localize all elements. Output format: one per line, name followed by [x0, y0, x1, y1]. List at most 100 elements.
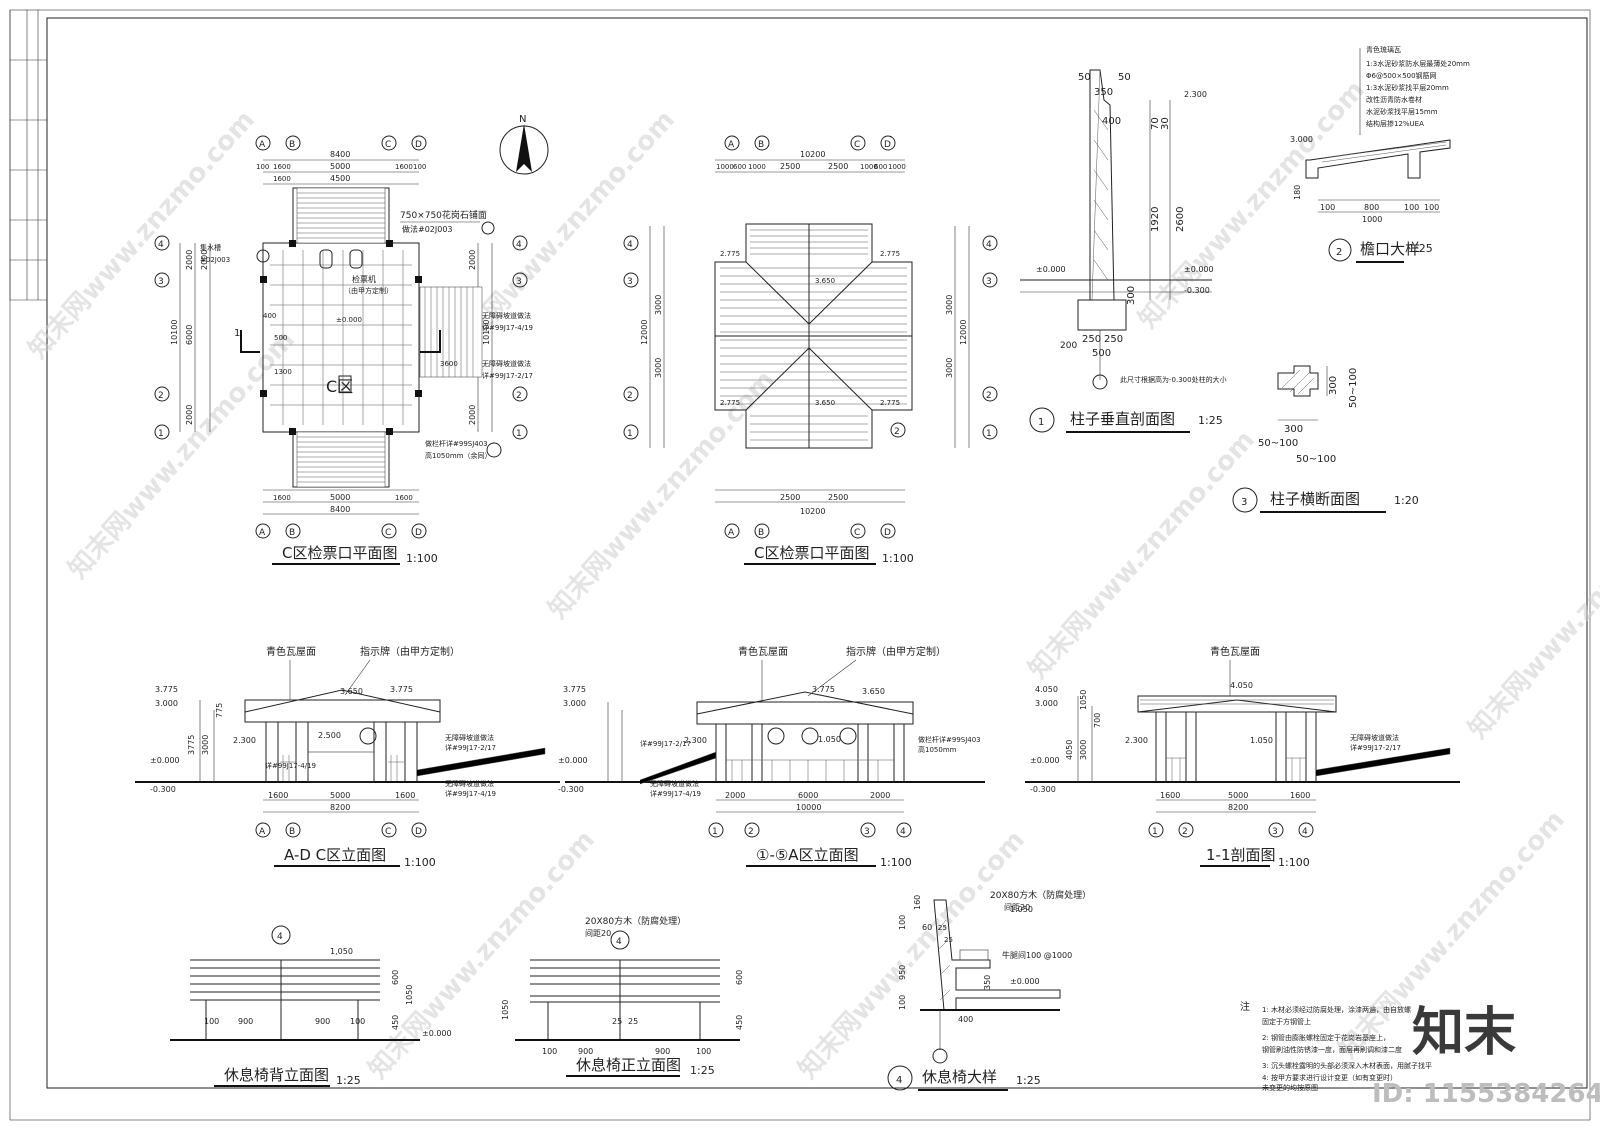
axis-label: 1	[158, 429, 164, 439]
axis-label: 2	[627, 391, 633, 401]
note-item: 钢管刷油性防锈漆一度，面层再刷调和漆二度	[1262, 1045, 1402, 1054]
roof-label: 青色瓦屋面	[738, 645, 788, 658]
dim-text: 100	[542, 1047, 557, 1056]
dim-text: 60	[922, 923, 932, 932]
dim-text: 3000	[201, 735, 210, 755]
roof-elev: 2.775	[880, 399, 900, 407]
ramp-note: 详#99J17-2/17	[1350, 743, 1401, 752]
rail-note: 做栏杆详#99SJ403	[918, 735, 981, 744]
dim-text: 100	[413, 163, 426, 171]
dim-text: 900	[655, 1047, 670, 1056]
note-item: 未变更的均按原图	[1262, 1083, 1318, 1092]
level: 1.050	[818, 735, 841, 744]
axis-markers-bottom: A B C D	[255, 523, 427, 539]
dim-text: 70	[1150, 117, 1161, 130]
dim-text: 2000	[200, 250, 209, 270]
dim-text: 500	[1092, 348, 1111, 359]
bench-detail-scale: 1:25	[1016, 1074, 1041, 1087]
axis-label: 1	[627, 429, 633, 439]
dim-text: 350	[983, 975, 992, 990]
dim-text: 1600	[273, 163, 291, 171]
level: 2.300	[1125, 736, 1148, 745]
roof-ridges	[715, 224, 912, 448]
tile-grid	[270, 250, 412, 425]
dim-text: 2000	[725, 791, 745, 800]
dim-text: 600	[874, 163, 887, 171]
level: 3.000	[1035, 699, 1058, 708]
note-item: 固定于方钢管上	[1262, 1017, 1311, 1026]
elev-label: ±0.000	[336, 316, 362, 324]
counter-sub: （由甲方定制）	[344, 286, 393, 295]
dim-text: 1000	[748, 163, 766, 171]
dim-text: 900	[315, 1017, 330, 1026]
elev-label: 1.050	[1010, 905, 1033, 914]
level: 2.500	[318, 731, 341, 740]
axis-markers-left: 4 3 2 1	[154, 235, 170, 440]
steps-top	[296, 187, 386, 244]
eaves-note: 1:3水泥砂浆防水层最薄处20mm	[1366, 59, 1470, 68]
columns	[260, 240, 422, 435]
dim-text: 12000	[959, 320, 968, 345]
elevation-1-5: 青色瓦屋面 指示牌（由甲方定制） 3.775 3.000 ±0.000 -0.3…	[558, 645, 985, 869]
dim-text: 1600	[273, 494, 291, 502]
roof-hatch	[720, 229, 907, 441]
level: 3.775	[390, 685, 413, 694]
axis-markers-top: A B C D	[255, 135, 427, 151]
brand-logo-text: 知末	[1412, 1003, 1516, 1063]
callout: 4	[277, 932, 283, 942]
level: 2.300	[684, 736, 707, 745]
dim-text: 2000	[468, 250, 477, 270]
dimension-top	[263, 159, 419, 185]
level: 3.775	[563, 685, 586, 694]
level: -0.300	[558, 785, 584, 794]
dim-text: 50~100	[1258, 438, 1298, 449]
dim-text: 100	[350, 1017, 365, 1026]
axis-label: 2	[986, 391, 992, 401]
dim-text: 100	[256, 163, 269, 171]
general-notes: 注 1: 木材必须经过防腐处理，涂漆两遍，由自放螺 固定于方钢管上 2: 钢管由…	[1240, 1000, 1432, 1092]
north-compass: N	[499, 114, 549, 175]
detail-num: 4	[896, 1075, 902, 1086]
watermark-text: 知末网www.znzmo.com	[1023, 425, 1261, 685]
ramp-note2: 无障碍坡道做法	[482, 359, 531, 368]
roof-elev: 2.775	[720, 399, 740, 407]
axis-label: D	[415, 827, 422, 837]
elev1-scale: 1:100	[404, 856, 436, 869]
elev1-title: A-D C区立面图	[284, 846, 386, 864]
detail-num: 3	[1241, 497, 1247, 508]
dim-text: 5000	[330, 162, 350, 171]
dim-text: 3775	[187, 735, 196, 755]
bench-gap: 间距20	[585, 929, 611, 938]
north-label: N	[519, 114, 526, 125]
dim-text: 8400	[330, 150, 350, 159]
axis-label: D	[415, 528, 422, 538]
note-item: 3: 沉头螺栓露明的头部必须深入木材表面，用腻子找平	[1262, 1061, 1432, 1070]
ramp-note: 无障碍坡道做法	[445, 779, 494, 788]
eaves-note: 青色琉璃瓦	[1366, 45, 1401, 54]
dim-text: 1000	[888, 163, 906, 171]
dim-text: 450	[735, 1015, 744, 1030]
eaves-note: 改性沥青防水卷材	[1366, 95, 1422, 104]
axis-label: B	[758, 528, 764, 538]
ramp-ref: 详#99J17-4/19	[482, 323, 533, 332]
dim-text: 800	[1364, 203, 1379, 212]
ref-ref: #02J003	[200, 256, 230, 264]
plan-c-zone-roof: A B C D A B C D 4 3 2 1 4 3 2 1 1	[623, 135, 998, 565]
axis-label: 4	[158, 240, 164, 250]
detail1-note: 此尺寸根据高为-0.300处柱的大小	[1120, 375, 1227, 384]
dim-text: 2600	[1175, 207, 1186, 232]
detail-column-vertical-section: 50 350 50 400 2600 1920 70 30 300 250 25…	[1020, 69, 1227, 433]
ref-note: 集水槽	[200, 243, 221, 252]
dim-text: 4050	[1065, 740, 1074, 760]
level: 1.050	[1250, 736, 1273, 745]
dim-text: 1300	[274, 368, 292, 376]
dim-text: 6000	[798, 791, 818, 800]
ramp-right	[419, 286, 483, 378]
dim-text: 100	[696, 1047, 711, 1056]
axis-label: A	[728, 528, 735, 538]
dim-text: 5000	[330, 791, 350, 800]
dim-text: 400	[263, 312, 276, 320]
axis-label: C	[385, 528, 391, 538]
dim-text: 100	[898, 915, 907, 930]
